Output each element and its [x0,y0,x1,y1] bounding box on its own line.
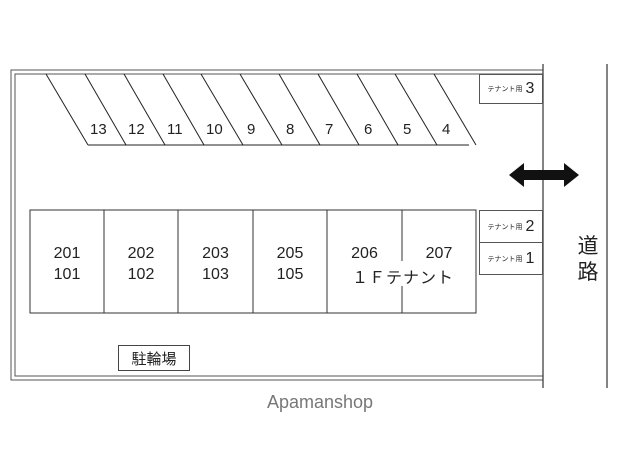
unit-upper: 205 [276,245,304,262]
unit-205-105: 205 105 [253,243,327,285]
unit-lower: 105 [276,266,304,283]
tenant-space-label: テナント用 [487,222,523,231]
parking-space-7: 7 [325,121,334,138]
tenant-space-3: テナント用 3 [479,74,543,104]
tenant-space-number: 2 [525,217,535,235]
unit-207: 207 [402,243,476,264]
unit-206: 206 [327,243,402,264]
unit-202-102: 202 102 [104,243,178,285]
unit-lower: 102 [127,266,155,283]
parking-space-4: 4 [442,121,451,138]
parking-space-13: 13 [90,121,107,138]
parking-space-6: 6 [364,121,373,138]
tenant-space-number: 3 [525,80,535,97]
parking-space-11: 11 [167,121,183,138]
parking-space-9: 9 [247,121,256,138]
unit-upper: 201 [53,245,81,262]
parking-space-8: 8 [286,121,295,138]
tenant-space-label: テナント用 [487,254,523,263]
unit-upper: 206 [351,245,378,262]
parking-space-10: 10 [206,121,223,138]
watermark-logo: Apamanshop [266,392,374,412]
tenant-space-2: テナント用 2 [479,210,543,243]
unit-lower: 101 [53,266,81,283]
unit-lower: 103 [202,266,229,283]
unit-201-101: 201 101 [30,243,104,285]
first-floor-tenant-label: １Ｆテナント [352,268,455,287]
road-label: 道路 [577,234,599,284]
bicycle-parking: 駐輪場 [118,345,190,371]
unit-upper: 203 [202,245,229,262]
unit-upper: 207 [425,245,453,262]
parking-space-12: 12 [128,121,145,138]
parking-space-5: 5 [403,121,412,138]
unit-203-103: 203 103 [178,243,253,285]
unit-upper: 202 [127,245,155,262]
tenant-space-1: テナント用 1 [479,242,543,275]
tenant-space-number: 1 [525,249,535,267]
tenant-space-label: テナント用 [487,85,523,93]
